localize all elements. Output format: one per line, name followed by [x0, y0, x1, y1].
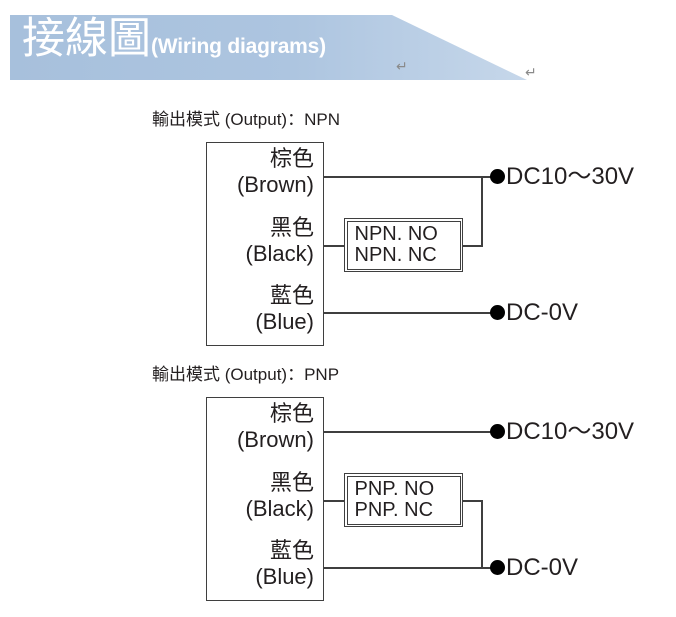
npn-wire-outbox-right — [462, 245, 483, 247]
pnp-terminal-label-supply: DC10～30V — [506, 418, 635, 445]
pnp-terminal-label-ground: DC-0V — [506, 554, 579, 581]
npn-terminal-label-supply: DC10～30V — [506, 163, 635, 190]
pnp-output-box: PNP. NO PNP. NC — [344, 473, 463, 527]
npn-wire-label-black: 黑色 (Black) — [245, 215, 314, 266]
npn-wire-blue — [323, 312, 493, 314]
pnp-wire-blue — [323, 567, 493, 569]
pnp-wire-black — [323, 500, 345, 502]
pnp-wire-outbox-right — [462, 500, 483, 502]
pnp-wire-brown — [323, 431, 493, 433]
pnp-wire-label-black: 黑色 (Black) — [245, 470, 314, 521]
npn-wire-label-blue: 藍色 (Blue) — [255, 283, 314, 334]
npn-wire-brown — [323, 176, 493, 178]
npn-output-nc: NPN. NC — [354, 244, 437, 266]
npn-output-box: NPN. NO NPN. NC — [344, 218, 463, 272]
pnp-terminal-dot-supply — [490, 424, 505, 439]
pnp-wire-ground-branch — [481, 500, 483, 568]
page-title-latin: (Wiring diagrams) — [151, 35, 326, 58]
npn-terminal-dot-ground — [490, 305, 505, 320]
page-banner: 接線圖(Wiring diagrams) ↵ ↵ — [0, 0, 676, 100]
pnp-wire-label-brown: 棕色 (Brown) — [236, 401, 314, 452]
paragraph-mark-icon-1: ↵ — [396, 59, 408, 75]
npn-output-no: NPN. NO — [354, 223, 438, 245]
npn-terminal-label-ground: DC-0V — [506, 299, 579, 326]
pnp-output-nc: PNP. NC — [354, 499, 434, 521]
npn-wire-supply-branch — [481, 176, 483, 246]
pnp-output-no: PNP. NO — [354, 478, 435, 500]
banner-shape — [10, 15, 527, 80]
pnp-wire-label-blue: 藍色 (Blue) — [255, 538, 314, 589]
npn-section-label: 輸出模式 (Output)：NPN — [152, 110, 340, 129]
page-title: 接線圖(Wiring diagrams) — [22, 18, 326, 61]
npn-wire-black — [323, 245, 345, 247]
pnp-sensor-box — [206, 397, 324, 601]
npn-wire-label-brown: 棕色 (Brown) — [236, 146, 314, 197]
pnp-section-label: 輸出模式 (Output)：PNP — [152, 365, 340, 384]
npn-terminal-dot-supply — [490, 169, 505, 184]
pnp-terminal-dot-ground — [490, 560, 505, 575]
paragraph-mark-icon-2: ↵ — [525, 65, 537, 81]
npn-sensor-box — [206, 142, 324, 346]
page-title-cjk: 接線圖 — [22, 15, 151, 63]
